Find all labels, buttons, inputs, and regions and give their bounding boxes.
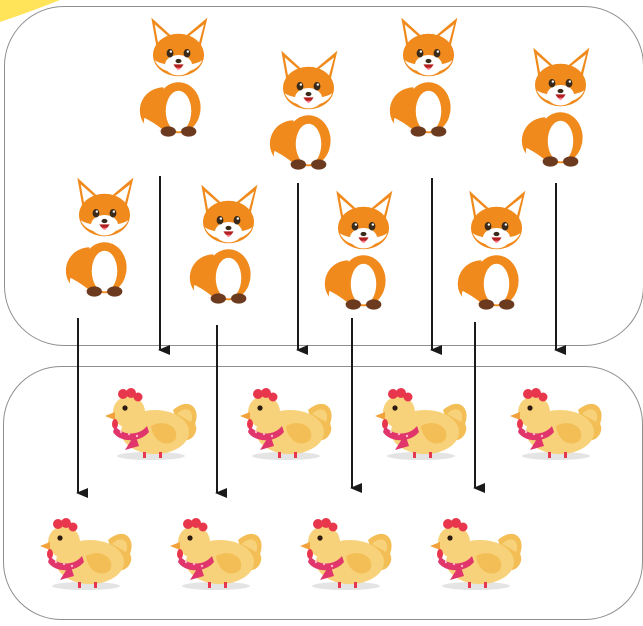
hen-icon [375, 388, 467, 460]
arrow-group [76, 176, 566, 498]
fox-icon [324, 190, 393, 310]
fox-group [65, 17, 590, 310]
hen-icon [510, 388, 602, 460]
hen-icon [40, 518, 132, 590]
fox-icon [65, 177, 134, 297]
hen-icon [300, 518, 392, 590]
hen-group [40, 388, 602, 590]
hen-icon [170, 518, 262, 590]
hen-icon [430, 518, 522, 590]
fox-icon [189, 184, 258, 304]
fox-icon [389, 17, 458, 137]
fox-icon [139, 17, 208, 137]
fox-icon [521, 47, 590, 167]
hen-icon [240, 388, 332, 460]
fox-icon [457, 190, 526, 310]
hen-icon [105, 388, 197, 460]
fox-icon [269, 50, 338, 170]
